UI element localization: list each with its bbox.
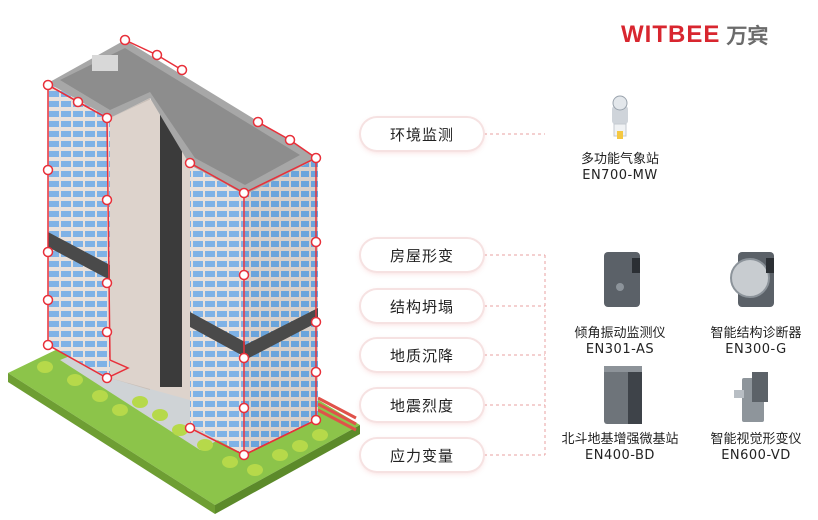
beidou-base-station-icon [604, 366, 642, 424]
tilt-vibration-monitor-icon [604, 252, 640, 307]
tower-left-front [48, 83, 110, 378]
product-model-structure-diagnostic: EN300-G [725, 342, 787, 357]
category-pill-structure-collapse[interactable]: 结构坍塌 [361, 290, 483, 322]
structure-diagnostic-icon [730, 252, 774, 307]
brand-cn-name: 万宾 [726, 24, 769, 48]
category-label: 地震烈度 [389, 396, 454, 415]
product-name-structure-diagnostic: 智能结构诊断器 [710, 326, 802, 341]
product-model-visual-deformation: EN600-VD [721, 448, 791, 463]
ground-edge-right [215, 425, 360, 514]
ground-edge [8, 373, 215, 514]
roof-unit [92, 55, 118, 71]
category-label: 应力变量 [389, 446, 454, 465]
category-pill-geologic-settlement[interactable]: 地质沉降 [361, 339, 483, 371]
category-pill-stress-variable[interactable]: 应力变量 [361, 439, 483, 471]
product-model-tilt-vibration: EN301-AS [585, 342, 655, 357]
product-name-tilt-vibration: 倾角振动监测仪 [574, 326, 666, 341]
product-name-visual-deformation: 智能视觉形变仪 [710, 432, 802, 447]
elevator-shaft [160, 112, 182, 387]
category-label: 房屋形变 [389, 246, 454, 265]
product-model-weather-station: EN700-MW [582, 168, 658, 183]
category-pill-seismic-intensity[interactable]: 地震烈度 [361, 389, 483, 421]
weather-station-icon [612, 95, 628, 139]
category-label: 结构坍塌 [389, 297, 454, 316]
sensor-nodes [42, 34, 322, 461]
visual-deformation-icon [734, 372, 768, 422]
band-left [48, 232, 110, 280]
trees [37, 361, 328, 476]
brand-logo: WITBEE 万宾 [621, 20, 768, 50]
product-model-beidou-station: EN400-BD [585, 448, 655, 463]
brand-name: WITBEE [621, 21, 721, 48]
tower-right-side [245, 158, 318, 455]
category-label: 环境监测 [389, 125, 454, 144]
band-right-front [190, 312, 245, 357]
product-name-beidou-station: 北斗地基增强微基站 [561, 432, 679, 447]
pipes [317, 396, 357, 432]
product-name-weather-station: 多功能气象站 [580, 152, 659, 167]
connector-lines [484, 133, 546, 456]
tower-right-front [190, 165, 245, 455]
category-pill-house-deformation[interactable]: 房屋形变 [361, 239, 483, 271]
roof-top [60, 48, 300, 185]
band-right [245, 308, 318, 360]
category-label: 地质沉降 [389, 346, 454, 365]
category-pill-environment[interactable]: 环境监测 [361, 118, 483, 150]
